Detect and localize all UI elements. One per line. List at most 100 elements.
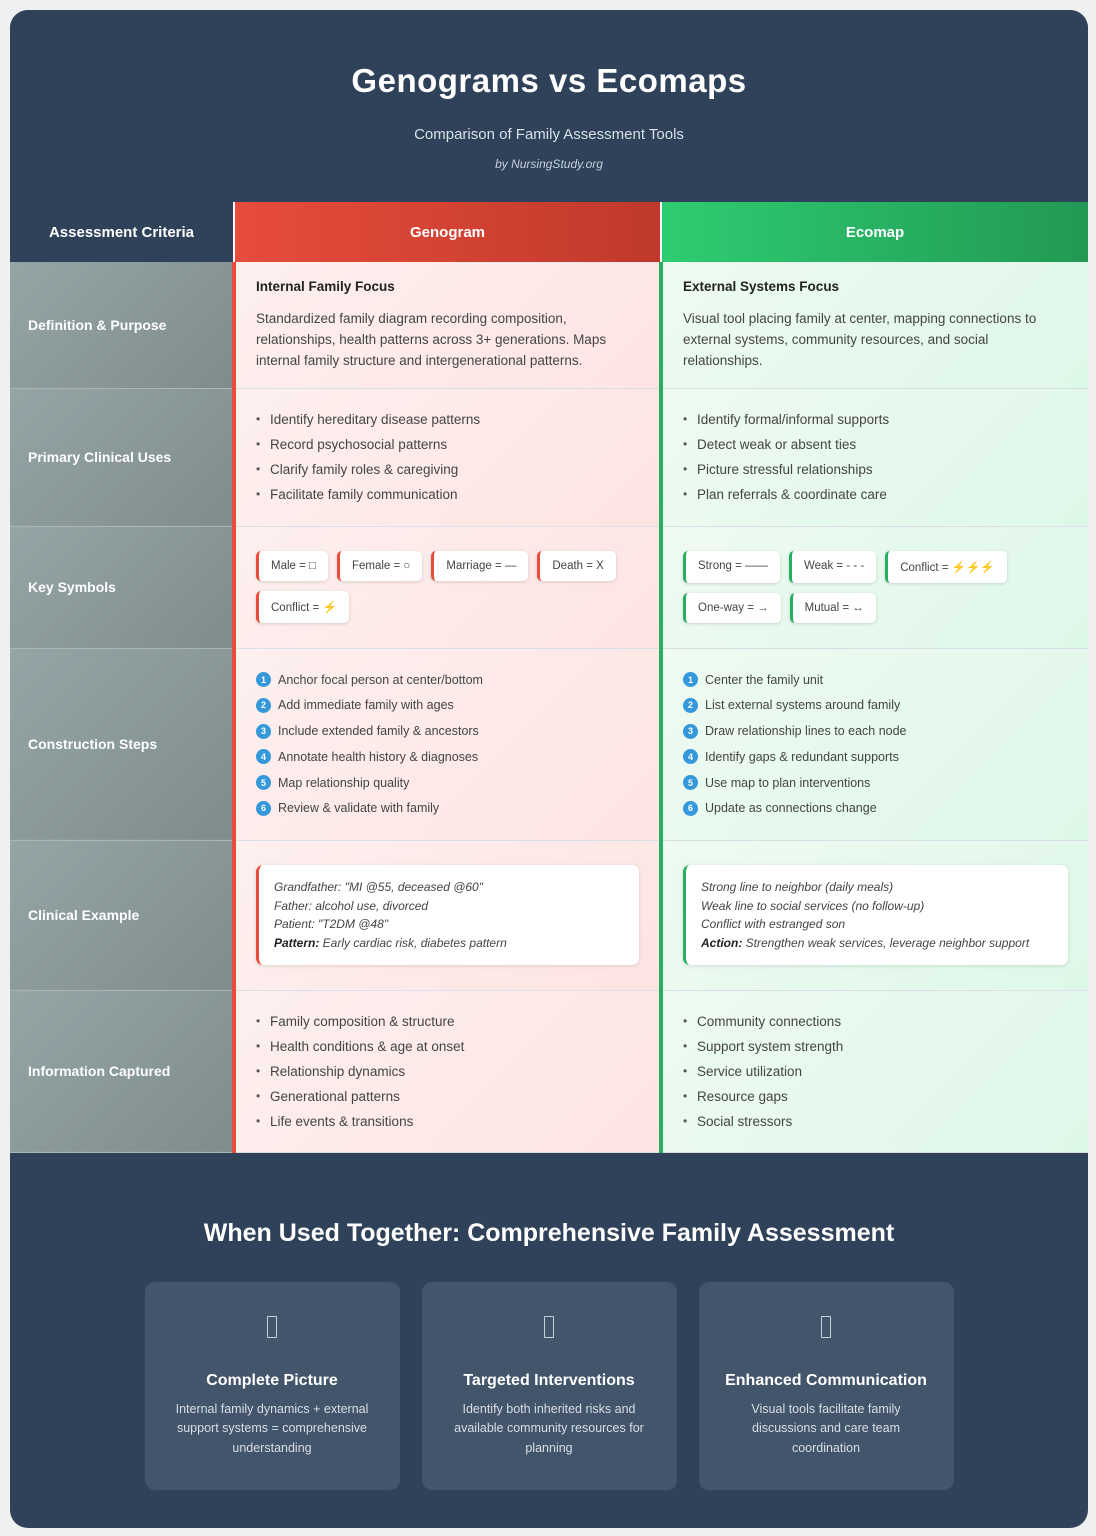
step-number-badge: 4 <box>683 749 698 765</box>
step-number-badge: 3 <box>683 723 698 739</box>
genogram-cell: Family composition & structure Health co… <box>232 990 661 1153</box>
step-number-badge: 5 <box>683 775 698 791</box>
genogram-uses-list: Identify hereditary disease patterns Rec… <box>256 407 639 507</box>
step-text: Anchor focal person at center/bottom <box>278 672 483 687</box>
table-row-uses: Primary Clinical Uses Identify hereditar… <box>10 388 1088 527</box>
step-text: Draw relationship lines to each node <box>705 724 907 739</box>
together-title: When Used Together: Comprehensive Family… <box>203 1218 895 1247</box>
symbol-tag: One-way = → <box>683 593 781 623</box>
list-item: Clarify family roles & caregiving <box>256 457 639 482</box>
list-item: Service utilization <box>683 1059 1068 1084</box>
genogram-cell: Internal Family Focus Standardized famil… <box>232 262 661 389</box>
pattern-label: Pattern: <box>274 935 320 950</box>
comparison-table: Assessment Criteria Genogram Ecomap Defi… <box>10 202 1088 1153</box>
benefit-card-enhanced-communication: Enhanced Communication Visual tools faci… <box>698 1281 954 1490</box>
genogram-definition: Standardized family diagram recording co… <box>256 310 607 368</box>
step-text: Review & validate with family <box>278 801 440 816</box>
step-text: Map relationship quality <box>278 775 410 790</box>
step-number-badge: 4 <box>256 749 271 765</box>
genogram-info-list: Family composition & structure Health co… <box>256 1009 639 1134</box>
symbol-tag: Death = X <box>537 551 616 581</box>
list-item: Facilitate family communication <box>256 482 639 507</box>
example-line: Weak line to social services (no follow-… <box>701 898 925 913</box>
ecomap-symbol-tags: Strong = —— Weak = - - - Conflict = ⚡⚡⚡ … <box>683 551 1068 623</box>
column-header-ecomap: Ecomap <box>660 202 1088 262</box>
step-number-badge: 6 <box>683 800 698 816</box>
infographic-card: Genograms vs Ecomaps Comparison of Famil… <box>10 10 1088 1528</box>
row-label: Key Symbols <box>10 526 234 649</box>
example-line: Strong line to neighbor (daily meals) <box>701 880 894 894</box>
ecomap-cell: Strong line to neighbor (daily meals) We… <box>659 840 1088 991</box>
step-text: Update as connections change <box>705 801 877 816</box>
row-label: Information Captured <box>10 990 234 1153</box>
placeholder-glyph-icon <box>544 1315 554 1338</box>
page-header: Genograms vs Ecomaps Comparison of Famil… <box>10 10 1088 202</box>
step-item: 6 Review & validate with family <box>256 795 639 821</box>
step-number-badge: 6 <box>256 800 271 816</box>
list-item: Resource gaps <box>683 1084 1068 1109</box>
step-item: 4 Identify gaps & redundant supports <box>683 744 1068 770</box>
together-cards: Complete Picture Internal family dynamic… <box>10 1281 1088 1490</box>
step-text: Center the family unit <box>705 672 824 687</box>
genogram-cell: Male = □ Female = ○ Marriage = — Death =… <box>232 526 661 649</box>
benefit-card-targeted-interventions: Targeted Interventions Identify both inh… <box>421 1281 677 1490</box>
placeholder-glyph-icon <box>267 1315 277 1338</box>
ecomap-info-list: Community connections Support system str… <box>683 1009 1068 1134</box>
benefit-card-text: Identify both inherited risks and availa… <box>454 1401 644 1455</box>
symbol-tag: Weak = - - - <box>789 551 877 583</box>
step-text: Include extended family & ancestors <box>278 724 479 739</box>
ecomap-cell: Community connections Support system str… <box>659 990 1088 1153</box>
example-line: Grandfather: "MI @55, deceased @60" <box>274 880 483 894</box>
step-number-badge: 1 <box>683 672 698 688</box>
ecomap-uses-list: Identify formal/informal supports Detect… <box>683 407 1068 507</box>
step-number-badge: 2 <box>683 697 698 713</box>
step-item: 5 Map relationship quality <box>256 770 639 796</box>
example-summary: Pattern: Early cardiac risk, diabetes pa… <box>274 934 624 953</box>
ecomap-focus-title: External Systems Focus <box>683 278 840 294</box>
example-line: Patient: "T2DM @48" <box>274 917 389 931</box>
action-text: Strengthen weak services, leverage neigh… <box>742 935 1030 950</box>
together-section: When Used Together: Comprehensive Family… <box>10 1153 1088 1490</box>
step-item: 1 Anchor focal person at center/bottom <box>256 667 639 693</box>
symbol-tag: Strong = —— <box>683 551 780 583</box>
example-line: Conflict with estranged son <box>701 917 846 931</box>
list-item: Generational patterns <box>256 1084 639 1109</box>
step-item: 6 Update as connections change <box>683 795 1068 821</box>
benefit-card-text: Visual tools facilitate family discussio… <box>751 1401 901 1455</box>
step-item: 3 Include extended family & ancestors <box>256 718 639 744</box>
genogram-symbol-tags: Male = □ Female = ○ Marriage = — Death =… <box>256 551 639 623</box>
list-item: Social stressors <box>683 1109 1068 1134</box>
column-header-genogram: Genogram <box>233 202 661 262</box>
list-item: Community connections <box>683 1009 1068 1034</box>
ecomap-cell: Strong = —— Weak = - - - Conflict = ⚡⚡⚡ … <box>659 526 1088 649</box>
list-item: Identify formal/informal supports <box>683 407 1068 432</box>
table-row-definition: Definition & Purpose Internal Family Foc… <box>10 262 1088 389</box>
column-header-criteria: Assessment Criteria <box>10 202 234 262</box>
list-item: Support system strength <box>683 1034 1068 1059</box>
step-number-badge: 5 <box>256 775 271 791</box>
list-item: Detect weak or absent ties <box>683 432 1068 457</box>
placeholder-glyph-icon <box>821 1315 831 1338</box>
step-number-badge: 3 <box>256 723 271 739</box>
list-item: Family composition & structure <box>256 1009 639 1034</box>
list-item: Life events & transitions <box>256 1109 639 1134</box>
benefit-card-title: Enhanced Communication <box>725 1371 927 1389</box>
genogram-cell: Identify hereditary disease patterns Rec… <box>232 388 661 527</box>
example-summary: Action: Strengthen weak services, levera… <box>701 934 1053 953</box>
symbol-tag: Male = □ <box>256 551 328 581</box>
table-row-information: Information Captured Family composition … <box>10 990 1088 1153</box>
step-text: Add immediate family with ages <box>278 698 454 713</box>
pattern-text: Early cardiac risk, diabetes pattern <box>319 935 507 950</box>
ecomap-cell: External Systems Focus Visual tool placi… <box>659 262 1088 389</box>
list-item: Relationship dynamics <box>256 1059 639 1084</box>
step-number-badge: 1 <box>256 672 271 688</box>
ecomap-example-box: Strong line to neighbor (daily meals) We… <box>683 865 1068 965</box>
row-label: Construction Steps <box>10 648 234 841</box>
step-text: Identify gaps & redundant supports <box>705 749 899 764</box>
